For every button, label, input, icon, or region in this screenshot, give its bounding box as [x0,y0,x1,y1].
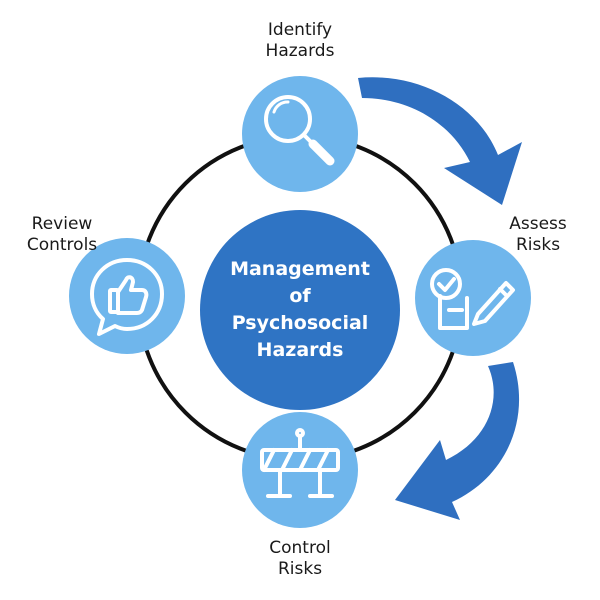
label-line: Review [31,214,93,234]
node-review-controls [69,238,185,354]
label-line: Identify [267,20,333,40]
label-line: Assess [509,214,567,234]
checklist-pencil-icon [430,268,515,330]
node-identify-hazards [242,76,358,192]
center-title-line: Psychosocial [231,312,369,334]
center-title: Management of Psychosocial Hazards [200,210,400,410]
label-line: Controls [26,235,98,255]
label-identify-hazards: Identify Hazards [250,20,350,62]
label-line: Hazards [265,41,335,61]
label-line: Risks [277,559,323,579]
arrow-identify-to-assess [358,77,522,205]
center-circle [200,210,400,410]
label-control-risks: Control Risks [250,538,350,580]
magnifier-icon [264,95,335,166]
center-title-line: Hazards [256,339,344,361]
label-line: Control [269,538,331,558]
node-assess-risks [415,240,531,356]
arrow-assess-to-control [395,362,520,520]
thumbs-up-bubble-icon [90,258,164,336]
barrier-icon [260,428,340,498]
center-title-line: Management [230,258,370,280]
label-assess-risks: Assess Risks [498,214,578,256]
label-review-controls: Review Controls [14,214,110,256]
center-title-line: of [289,285,311,307]
label-line: Risks [515,235,561,255]
